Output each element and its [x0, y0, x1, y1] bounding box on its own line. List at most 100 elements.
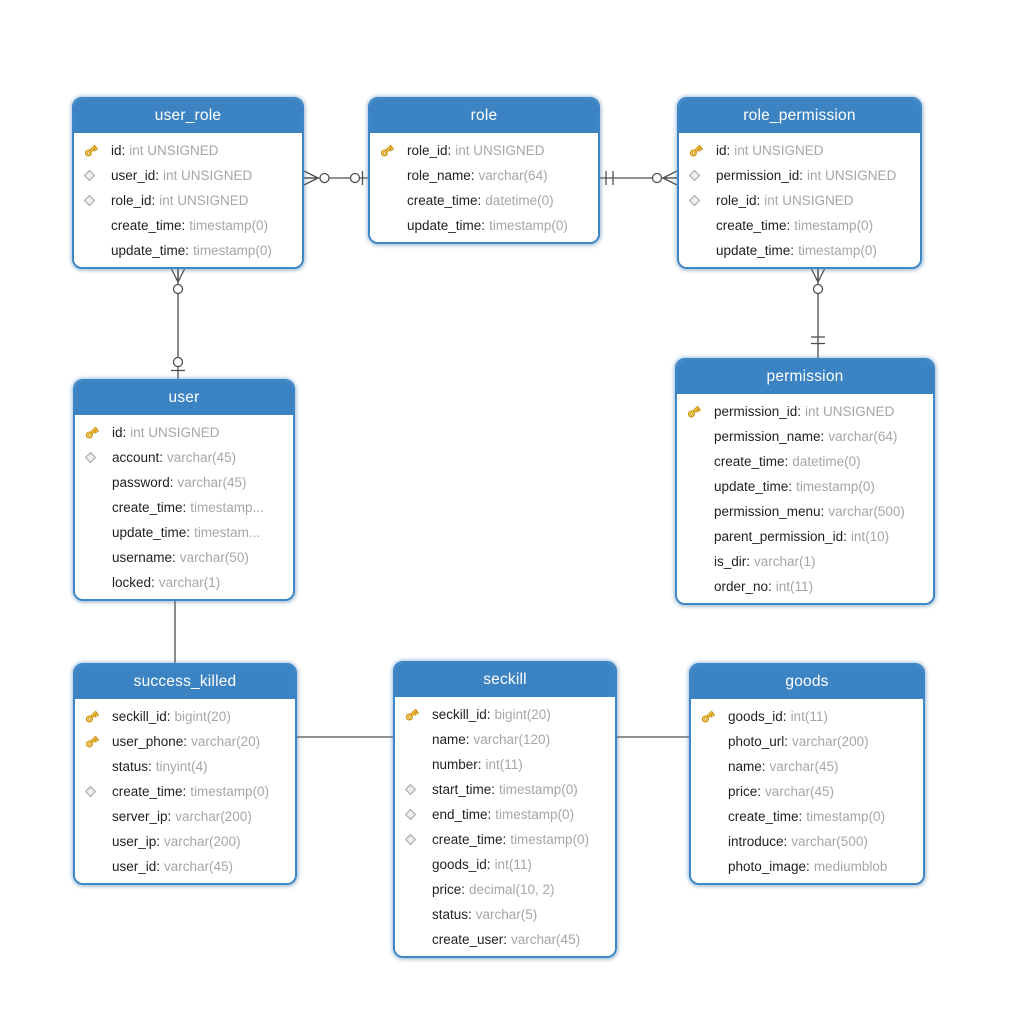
column-row-goods-introduce[interactable]: introduce:varchar(500): [691, 829, 923, 854]
column-row-success_killed-user_phone[interactable]: user_phone:varchar(20): [75, 729, 295, 754]
column-row-role-update_time[interactable]: update_time:timestamp(0): [370, 213, 598, 238]
column-row-user_role-update_time[interactable]: update_time:timestamp(0): [74, 238, 302, 263]
column-row-goods-price[interactable]: price:varchar(45): [691, 779, 923, 804]
column-type: int(11): [790, 709, 828, 724]
column-name: start_time:: [432, 782, 496, 797]
column-name: role_id:: [407, 143, 452, 158]
primary-key-icon-slot: [379, 143, 407, 158]
table-header-user[interactable]: user: [75, 381, 293, 415]
column-row-permission-permission_id[interactable]: permission_id:int UNSIGNED: [677, 399, 933, 424]
column-row-goods-photo_url[interactable]: photo_url:varchar(200): [691, 729, 923, 754]
relationship-role_permission-permission[interactable]: [810, 267, 826, 358]
column-row-seckill-end_time[interactable]: end_time:timestamp(0): [395, 802, 615, 827]
column-type: timestamp(0): [806, 809, 886, 824]
relationship-user_role-role[interactable]: [303, 170, 368, 186]
column-row-seckill-goods_id[interactable]: goods_id:int(11): [395, 852, 615, 877]
table-header-permission[interactable]: permission: [677, 360, 933, 394]
index-diamond-icon-slot: [404, 783, 432, 796]
column-name: user_id:: [111, 168, 160, 183]
column-row-permission-is_dir[interactable]: is_dir:varchar(1): [677, 549, 933, 574]
primary-key-icon: [687, 406, 701, 418]
column-row-seckill-status[interactable]: status:varchar(5): [395, 902, 615, 927]
column-row-goods-name[interactable]: name:varchar(45): [691, 754, 923, 779]
column-row-user_role-id[interactable]: id:int UNSIGNED: [74, 138, 302, 163]
column-type: varchar(5): [475, 907, 538, 922]
column-row-success_killed-create_time[interactable]: create_time:timestamp(0): [75, 779, 295, 804]
column-row-user_role-user_id[interactable]: user_id:int UNSIGNED: [74, 163, 302, 188]
column-name: name:: [728, 759, 766, 774]
column-row-role-role_name[interactable]: role_name:varchar(64): [370, 163, 598, 188]
column-type: varchar(1): [158, 575, 221, 590]
column-row-seckill-seckill_id[interactable]: seckill_id:bigint(20): [395, 702, 615, 727]
primary-key-icon-slot: [84, 709, 112, 724]
table-header-role_permission[interactable]: role_permission: [679, 99, 920, 133]
column-row-user-password[interactable]: password:varchar(45): [75, 470, 293, 495]
column-row-user-update_time[interactable]: update_time:timestam...: [75, 520, 293, 545]
column-row-user-username[interactable]: username:varchar(50): [75, 545, 293, 570]
column-row-user-id[interactable]: id:int UNSIGNED: [75, 420, 293, 445]
index-diamond-icon: [84, 451, 97, 464]
column-row-permission-permission_name[interactable]: permission_name:varchar(64): [677, 424, 933, 449]
column-name: create_time:: [432, 832, 507, 847]
column-row-permission-order_no[interactable]: order_no:int(11): [677, 574, 933, 599]
column-row-permission-update_time[interactable]: update_time:timestamp(0): [677, 474, 933, 499]
column-row-role_permission-id[interactable]: id:int UNSIGNED: [679, 138, 920, 163]
column-row-role_permission-create_time[interactable]: create_time:timestamp(0): [679, 213, 920, 238]
column-name: password:: [112, 475, 174, 490]
column-name: role_id:: [716, 193, 761, 208]
column-row-user-create_time[interactable]: create_time:timestamp...: [75, 495, 293, 520]
table-seckill[interactable]: seckill seckill_id:bigint(20)name:varchar…: [393, 661, 617, 958]
column-type: timestamp(0): [798, 243, 877, 258]
column-row-seckill-name[interactable]: name:varchar(120): [395, 727, 615, 752]
column-row-success_killed-user_ip[interactable]: user_ip:varchar(200): [75, 829, 295, 854]
column-type: int UNSIGNED: [130, 425, 220, 440]
column-row-permission-permission_menu[interactable]: permission_menu:varchar(500): [677, 499, 933, 524]
table-header-seckill[interactable]: seckill: [395, 663, 615, 697]
column-row-user_role-role_id[interactable]: role_id:int UNSIGNED: [74, 188, 302, 213]
column-row-seckill-create_time[interactable]: create_time:timestamp(0): [395, 827, 615, 852]
column-row-seckill-create_user[interactable]: create_user:varchar(45): [395, 927, 615, 952]
column-row-goods-create_time[interactable]: create_time:timestamp(0): [691, 804, 923, 829]
relationship-role-role_permission[interactable]: [600, 170, 678, 186]
column-row-seckill-start_time[interactable]: start_time:timestamp(0): [395, 777, 615, 802]
primary-key-icon: [85, 736, 99, 748]
table-header-role[interactable]: role: [370, 99, 598, 133]
column-row-permission-create_time[interactable]: create_time:datetime(0): [677, 449, 933, 474]
column-name: update_time:: [111, 243, 190, 258]
column-row-success_killed-status[interactable]: status:tinyint(4): [75, 754, 295, 779]
column-name: user_ip:: [112, 834, 161, 849]
table-header-success_killed[interactable]: success_killed: [75, 665, 295, 699]
column-row-goods-goods_id[interactable]: goods_id:int(11): [691, 704, 923, 729]
column-name: user_phone:: [112, 734, 188, 749]
table-header-goods[interactable]: goods: [691, 665, 923, 699]
column-row-success_killed-user_id[interactable]: user_id:varchar(45): [75, 854, 295, 879]
column-row-role-role_id[interactable]: role_id:int UNSIGNED: [370, 138, 598, 163]
relationship-user_role-user[interactable]: [170, 267, 186, 379]
column-row-user-locked[interactable]: locked:varchar(1): [75, 570, 293, 595]
column-row-user_role-create_time[interactable]: create_time:timestamp(0): [74, 213, 302, 238]
column-row-role-create_time[interactable]: create_time:datetime(0): [370, 188, 598, 213]
column-row-user-account[interactable]: account:varchar(45): [75, 445, 293, 470]
table-columns: goods_id:int(11)photo_url:varchar(200)na…: [691, 699, 923, 883]
column-name: create_time:: [111, 218, 186, 233]
column-name: user_id:: [112, 859, 161, 874]
column-row-goods-photo_image[interactable]: photo_image:mediumblob: [691, 854, 923, 879]
column-row-role_permission-role_id[interactable]: role_id:int UNSIGNED: [679, 188, 920, 213]
column-row-seckill-number[interactable]: number:int(11): [395, 752, 615, 777]
index-diamond-icon-slot: [84, 451, 112, 464]
column-name: end_time:: [432, 807, 492, 822]
column-row-success_killed-seckill_id[interactable]: seckill_id:bigint(20): [75, 704, 295, 729]
table-header-user_role[interactable]: user_role: [74, 99, 302, 133]
column-row-role_permission-permission_id[interactable]: permission_id:int UNSIGNED: [679, 163, 920, 188]
column-row-seckill-price[interactable]: price:decimal(10, 2): [395, 877, 615, 902]
column-row-success_killed-server_ip[interactable]: server_ip:varchar(200): [75, 804, 295, 829]
column-row-role_permission-update_time[interactable]: update_time:timestamp(0): [679, 238, 920, 263]
column-row-permission-parent_permission_id[interactable]: parent_permission_id:int(10): [677, 524, 933, 549]
